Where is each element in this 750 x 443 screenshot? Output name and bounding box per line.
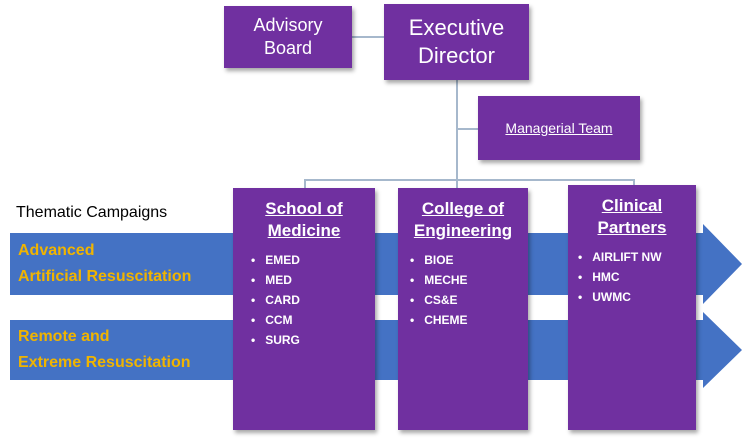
connector-col1 xyxy=(304,179,306,189)
advisory-board-line-1: Advisory xyxy=(253,15,323,35)
list-item: •MECHE xyxy=(410,273,468,287)
list-item: •SURG xyxy=(251,333,300,347)
connector-horizontal xyxy=(304,179,634,181)
managerial-team-label: Managerial Team xyxy=(505,120,613,136)
list-item-label: UWMC xyxy=(592,290,631,304)
campaign-label-2: Remote and Extreme Resuscitation xyxy=(18,324,191,376)
list-item-label: MED xyxy=(265,273,292,287)
list-item: •CHEME xyxy=(410,313,468,327)
column-1-title-line-2: Medicine xyxy=(267,221,341,240)
column-3-list: •AIRLIFT NW •HMC •UWMC xyxy=(568,247,696,307)
executive-director-line-2: Director xyxy=(417,43,495,68)
campaign-2-line-1: Remote and xyxy=(18,328,110,345)
connector-advisory-director xyxy=(352,36,384,38)
column-3-title-line-1: Clinical xyxy=(601,196,663,215)
thematic-campaigns-label: Thematic Campaigns xyxy=(16,204,168,221)
executive-director-box: Executive Director xyxy=(384,4,529,80)
list-item: •CS&E xyxy=(410,293,458,307)
connector-director-down xyxy=(456,80,458,180)
column-2-list: •BIOE •MECHE •CS&E •CHEME xyxy=(398,250,528,330)
advisory-board-line-2: Board xyxy=(263,38,313,58)
list-item-label: CCM xyxy=(265,313,293,327)
list-item-label: CS&E xyxy=(424,293,458,307)
campaign-1-line-2: Artificial Resuscitation xyxy=(18,268,192,285)
list-item: •UWMC xyxy=(578,290,631,304)
list-item-label: BIOE xyxy=(424,253,454,267)
column-college-of-engineering: College of Engineering •BIOE •MECHE •CS&… xyxy=(398,188,528,430)
list-item: •AIRLIFT NW xyxy=(578,250,662,264)
connector-col3 xyxy=(633,179,635,189)
column-clinical-partners: Clinical Partners •AIRLIFT NW •HMC •UWMC xyxy=(568,185,696,430)
executive-director-line-1: Executive xyxy=(408,15,505,40)
list-item: •EMED xyxy=(251,253,300,267)
campaign-arrow-2 xyxy=(10,312,742,388)
list-item-label: SURG xyxy=(265,333,300,347)
column-1-list: •EMED •MED •CARD •CCM •SURG xyxy=(233,250,375,350)
connector-col2 xyxy=(456,179,458,189)
campaign-label-1: Advanced Artificial Resuscitation xyxy=(18,238,191,290)
column-school-of-medicine: School of Medicine •EMED •MED •CARD •CCM… xyxy=(233,188,375,430)
column-1-title: School of Medicine xyxy=(233,198,375,242)
managerial-team-box: Managerial Team xyxy=(478,96,640,160)
list-item: •HMC xyxy=(578,270,620,284)
list-item-label: EMED xyxy=(265,253,300,267)
column-2-title-line-2: Engineering xyxy=(413,221,513,240)
list-item-label: AIRLIFT NW xyxy=(592,250,662,264)
list-item-label: MECHE xyxy=(424,273,468,287)
list-item: •BIOE xyxy=(410,253,454,267)
column-3-title: Clinical Partners xyxy=(568,195,696,239)
campaign-2-line-2: Extreme Resuscitation xyxy=(18,354,191,371)
list-item-label: CARD xyxy=(265,293,300,307)
list-item-label: CHEME xyxy=(424,313,468,327)
list-item: •MED xyxy=(251,273,292,287)
campaign-1-line-1: Advanced xyxy=(18,242,95,259)
advisory-board-box: Advisory Board xyxy=(224,6,352,68)
list-item: •CARD xyxy=(251,293,300,307)
list-item-label: HMC xyxy=(592,270,620,284)
column-2-title-line-1: College of xyxy=(421,199,505,218)
column-2-title: College of Engineering xyxy=(398,198,528,242)
column-3-title-line-2: Partners xyxy=(597,218,667,237)
list-item: •CCM xyxy=(251,313,293,327)
connector-managerial xyxy=(456,128,478,130)
column-1-title-line-1: School of xyxy=(265,199,343,218)
